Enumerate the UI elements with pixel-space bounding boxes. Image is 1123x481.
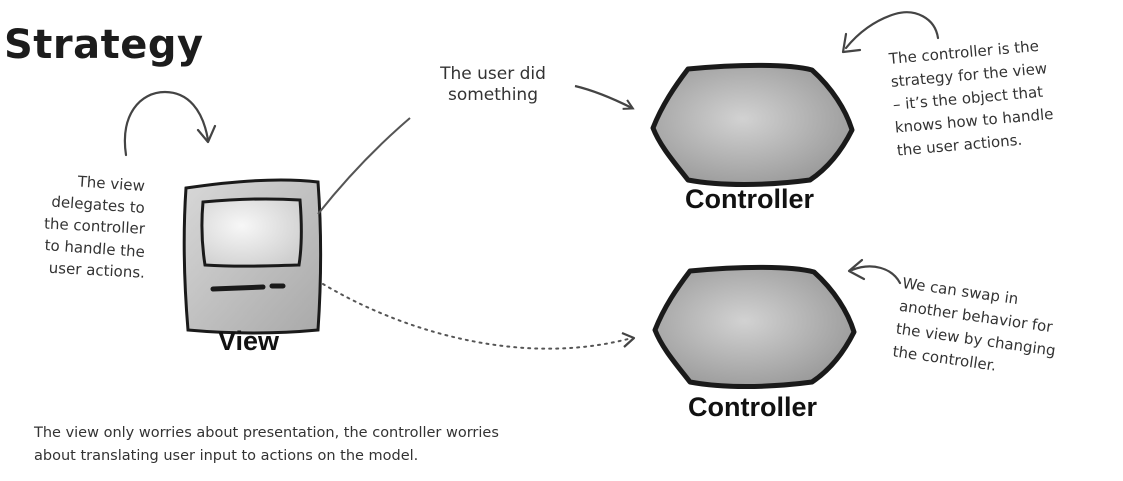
arrow-to-controller xyxy=(574,84,632,108)
speech-line xyxy=(317,117,411,215)
bubble-text-line: The user did xyxy=(440,64,546,84)
controller-hexagon-bottom xyxy=(652,264,857,389)
bubble-text: The user did something xyxy=(405,64,581,106)
curved-arrow-view xyxy=(123,90,217,157)
curved-arrow-note-1 xyxy=(841,11,940,54)
bottom-note: The view only worries about presentation… xyxy=(34,422,499,468)
bottom-note-line: The view only worries about presentation… xyxy=(34,425,499,441)
bubble-text-line: something xyxy=(447,85,538,105)
controller-note-1: The controller is the strategy for the v… xyxy=(888,29,1117,163)
dotted-arrow-swap xyxy=(322,283,633,350)
dotted-arrow-head xyxy=(621,331,636,348)
controller-hexagon-top xyxy=(650,62,855,187)
view-label: View xyxy=(218,326,280,356)
bottom-note-line: about translating user input to actions … xyxy=(34,448,419,464)
curved-arrow-note-2 xyxy=(847,258,902,285)
controller-label-bottom: Controller xyxy=(688,392,818,422)
controller-label-top: Controller xyxy=(685,184,815,214)
view-note: The view delegates to the controller to … xyxy=(0,170,146,281)
view-computer-icon xyxy=(182,178,323,335)
diagram-title: Strategy xyxy=(4,22,204,68)
